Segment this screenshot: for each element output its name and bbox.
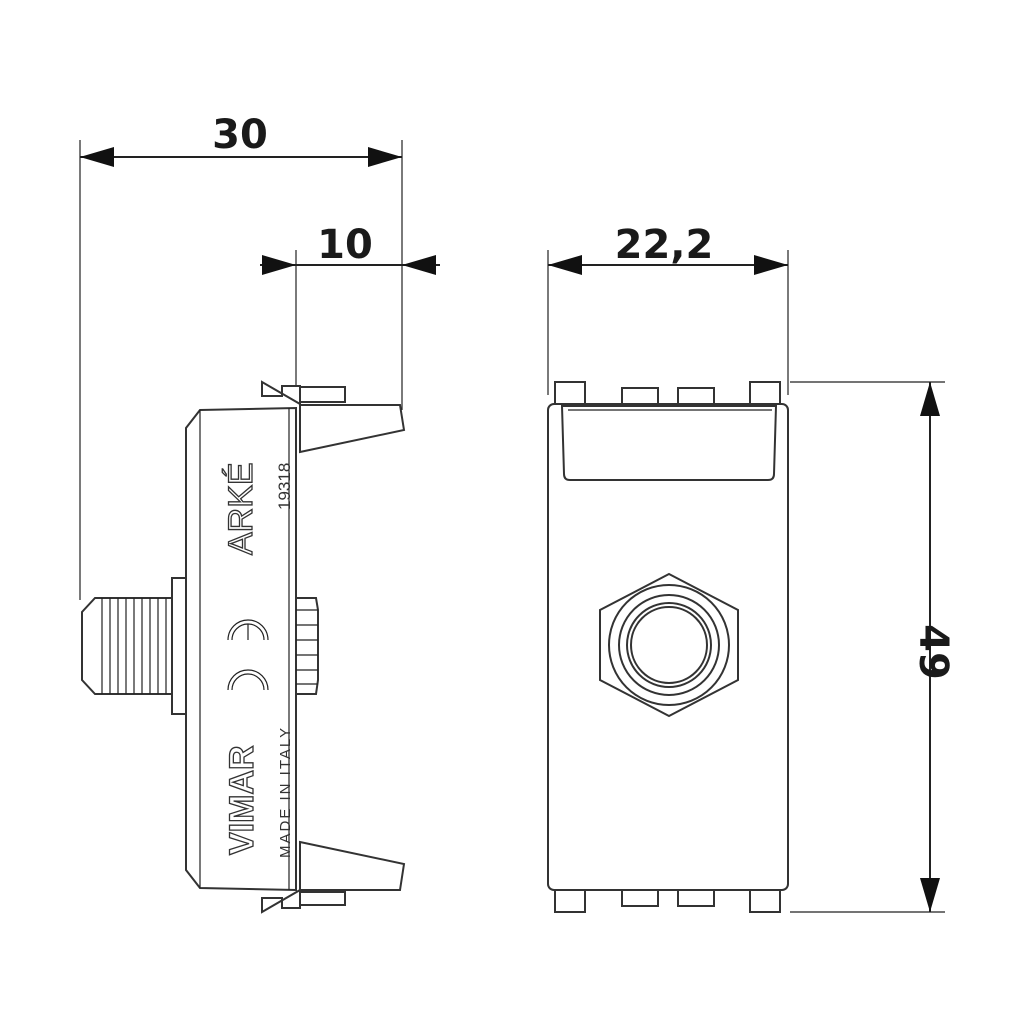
dimension-front-width: 22,2 [547,222,789,395]
ce-mark-icon [227,619,269,691]
arrowhead-10-left [262,255,296,275]
dimension-label-10: 10 [317,222,373,268]
bottom-clip [261,840,406,914]
top-corner-tab-right [749,381,781,407]
arrowhead-right [368,147,402,167]
arrowhead-height-top [920,382,940,416]
rear-flange [171,577,187,715]
dimension-front-height: 49 [790,381,956,913]
origin-marking: MADE IN ITALY [277,726,294,858]
front-view [547,381,789,913]
dimension-label-30: 30 [212,112,268,158]
dimension-label-22-2: 22,2 [615,222,714,268]
top-clip-tab [299,386,346,403]
bottom-corner-tab-right [749,887,781,913]
rear-thread [101,598,167,694]
top-corner-tab-left [554,381,586,407]
arrowhead-left [80,147,114,167]
series-marking: ARKÉ [222,462,260,555]
bottom-clip-tab [299,891,346,906]
arrowhead-width-left [548,255,582,275]
brand-marking: VIMAR [223,745,261,855]
product-code: 19318 [275,463,294,510]
top-clip [261,380,406,454]
dimension-label-49: 49 [910,624,956,680]
arrowhead-10-right [402,255,436,275]
connector-socket [630,606,708,684]
f-connector-front [295,597,319,695]
arrowhead-height-bottom [920,878,940,912]
front-thread [296,609,318,685]
arrowhead-width-right [754,255,788,275]
label-window [560,405,778,481]
dimension-side-depth: 30 [79,112,403,600]
dimension-side-front: 10 [260,222,440,395]
side-view: ARKÉ 19318 VIMAR MADE IN ITALY [81,380,406,914]
bottom-corner-tab-left [554,887,586,913]
